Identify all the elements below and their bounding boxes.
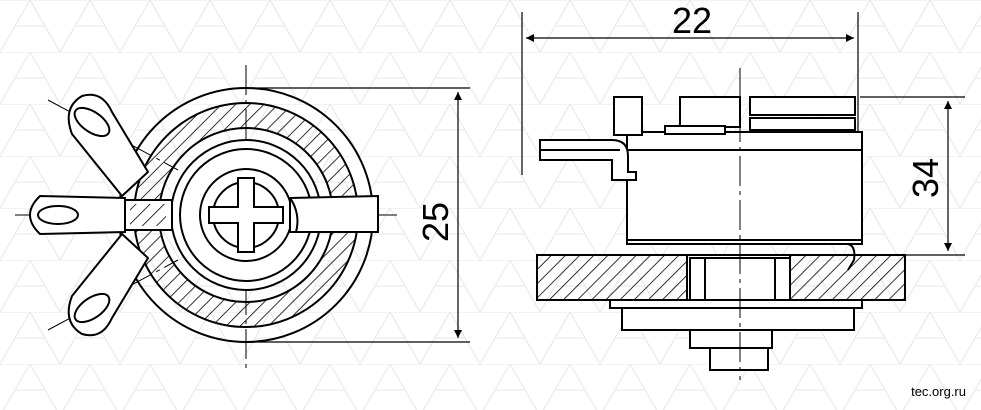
dim-height (860, 96, 965, 256)
shaft-collar (689, 329, 773, 349)
terminal-tab-upper (67, 93, 150, 198)
terminal-tab-middle (29, 194, 126, 236)
terminal-tab-lower (67, 232, 150, 337)
front-view (15, 65, 470, 372)
dim-width (521, 12, 859, 175)
top-left-tab (613, 96, 643, 136)
housing-body (626, 131, 863, 245)
bracket-clip (832, 243, 856, 271)
dim-diameter (246, 87, 470, 343)
rotor-arm (289, 194, 379, 233)
dim-width-label: 22 (672, 0, 712, 41)
top-contact-1 (679, 96, 741, 128)
watermark: tec.org.ru (911, 384, 966, 399)
washer (609, 299, 863, 309)
top-contact-2 (749, 96, 856, 116)
dim-height-label: 34 (905, 158, 946, 198)
cross-slot (208, 177, 284, 253)
dim-diameter-label: 25 (415, 202, 456, 242)
side-view (521, 12, 965, 380)
shaft (709, 347, 769, 371)
